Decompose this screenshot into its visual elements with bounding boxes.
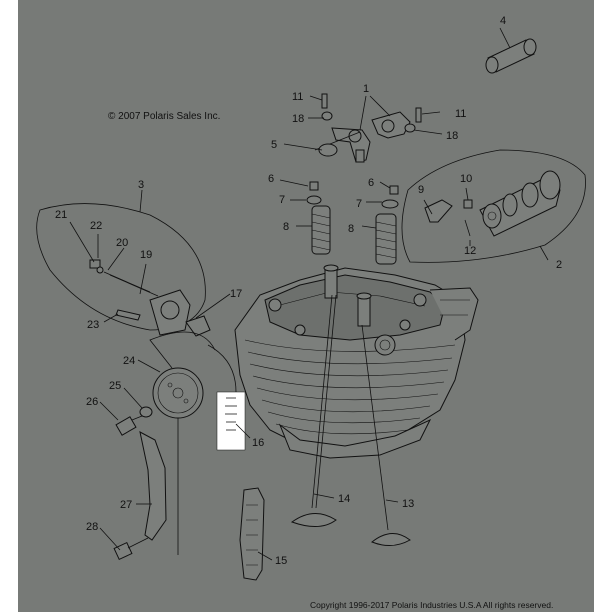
callout-21: 21	[55, 209, 67, 221]
callout-7b: 7	[356, 198, 362, 210]
tensioner-gasket	[185, 315, 211, 337]
callout-numbers: 1 2 3 4 5 6 6 7 7 8 8 9 10 11 11 12 13 1…	[55, 15, 562, 567]
callout-20: 20	[116, 237, 128, 249]
callout-6a: 6	[268, 173, 274, 185]
callout-23: 23	[87, 319, 99, 331]
valve-spring-right	[375, 213, 397, 265]
callout-27: 27	[120, 499, 132, 511]
callout-11a: 11	[292, 91, 303, 103]
rocker-arm-left	[331, 127, 371, 163]
callout-8b: 8	[348, 223, 354, 235]
callout-16: 16	[252, 437, 264, 449]
intake-valve	[290, 294, 337, 527]
cylinder-head	[234, 264, 479, 459]
callout-15: 15	[275, 555, 287, 567]
tensioner-rod	[109, 274, 159, 297]
callout-6b: 6	[368, 177, 374, 189]
cam-chain-top	[149, 331, 216, 369]
leader-lines	[69, 27, 549, 561]
decompression-spring	[463, 199, 473, 209]
callout-19: 19	[140, 249, 152, 261]
callout-1: 1	[363, 83, 369, 95]
callout-13: 13	[402, 498, 414, 510]
callout-9: 9	[418, 184, 424, 196]
callout-5: 5	[271, 139, 277, 151]
rocker-arm-right	[371, 111, 411, 139]
spring-retainers	[306, 195, 399, 209]
sprocket-washer	[139, 406, 153, 418]
callout-2: 2	[556, 259, 562, 271]
callout-10: 10	[460, 173, 472, 185]
callout-22: 22	[90, 220, 102, 232]
callout-11b: 11	[455, 108, 466, 120]
lock-nut-left	[321, 111, 333, 121]
adjuster-screw-right	[415, 107, 422, 123]
tensioner-body	[149, 289, 191, 336]
camshaft-group-outline	[401, 149, 586, 263]
callout-14: 14	[338, 493, 350, 505]
lock-nut-right	[404, 123, 416, 133]
callout-26: 26	[86, 396, 98, 408]
chain-guide-left	[139, 431, 167, 541]
callout-3: 3	[138, 179, 144, 191]
callout-25: 25	[109, 380, 121, 392]
decompression-lever	[424, 199, 453, 223]
tensioner-washer	[96, 266, 104, 274]
adjuster-screw-left	[321, 93, 328, 109]
decompression-pin	[464, 219, 471, 237]
tensioner-mount-bolt	[115, 309, 141, 321]
tensioner-bolt	[89, 259, 101, 269]
cam-sprocket	[152, 367, 204, 419]
valve-spring-left	[311, 205, 331, 255]
callout-7a: 7	[279, 194, 285, 206]
copyright-notice-bottom: Copyright 1996-2017 Polaris Industries U…	[310, 600, 553, 610]
exhaust-valve	[361, 324, 411, 546]
callout-12: 12	[464, 245, 476, 257]
cam-chain-highlight	[216, 391, 246, 451]
copyright-notice-top: © 2007 Polaris Sales Inc.	[108, 111, 220, 122]
valve-keepers	[309, 181, 399, 195]
callout-4: 4	[500, 15, 506, 27]
chain-guide-right	[239, 487, 265, 581]
callout-17: 17	[230, 288, 242, 300]
callout-28: 28	[86, 521, 98, 533]
rocker-pin	[485, 38, 537, 74]
camshaft	[479, 170, 561, 237]
callout-24: 24	[123, 355, 135, 367]
callout-8a: 8	[283, 221, 289, 233]
cam-chain-links	[225, 397, 237, 431]
guide-bolt	[113, 537, 149, 561]
callout-18b: 18	[446, 130, 458, 142]
callout-18a: 18	[292, 113, 304, 125]
cam-chain-right-run	[207, 344, 237, 393]
washer	[318, 143, 338, 157]
